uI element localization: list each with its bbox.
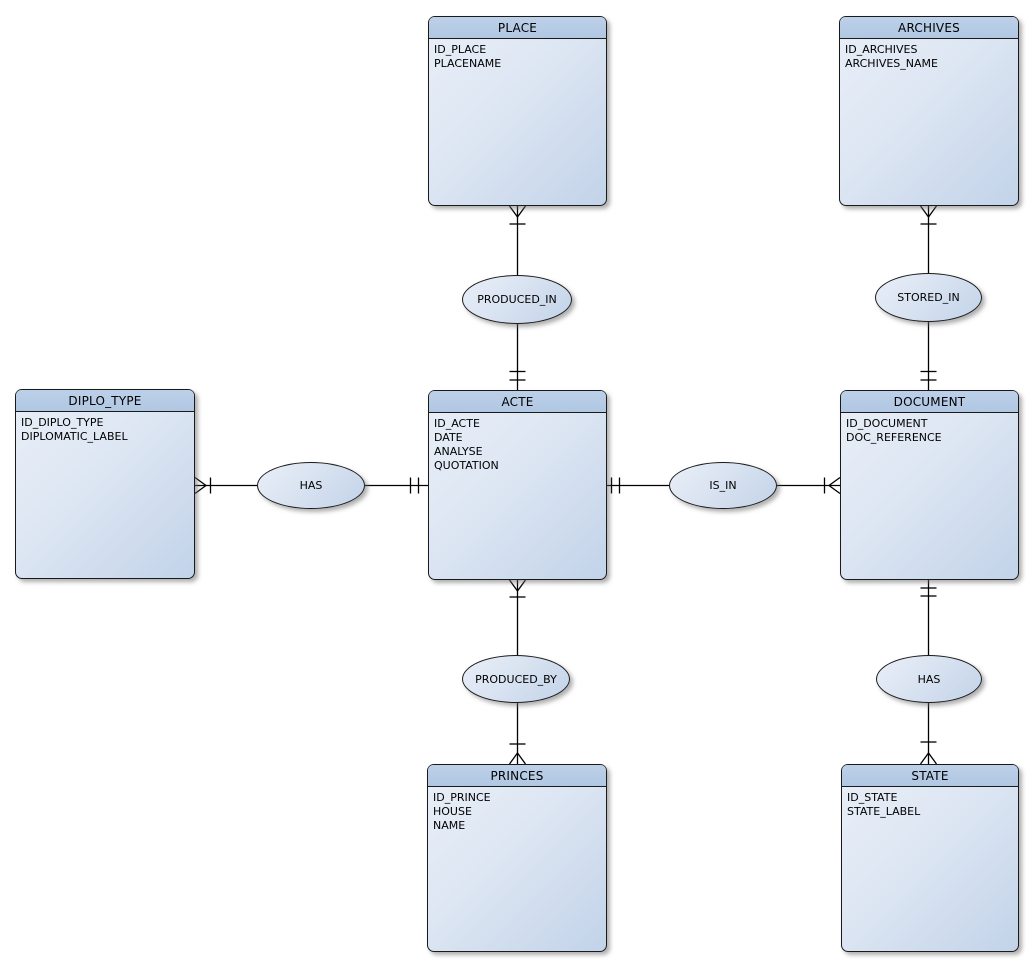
entity-attributes: ID_STATE STATE_LABEL: [842, 787, 1018, 951]
entity-attributes: ID_DOCUMENT DOC_REFERENCE: [841, 413, 1018, 579]
entity-attributes: ID_DIPLO_TYPE DIPLOMATIC_LABEL: [16, 412, 194, 578]
entity-attributes: ID_ARCHIVES ARCHIVES_NAME: [840, 39, 1018, 205]
relationship-label: STORED_IN: [897, 291, 960, 304]
relationship-label: IS_IN: [709, 479, 737, 492]
crow-foot-icon: [508, 751, 527, 765]
attribute-row: DIPLOMATIC_LABEL: [21, 430, 128, 443]
attribute-row: QUOTATION: [434, 459, 499, 472]
crow-foot-icon: [919, 205, 938, 219]
entity-title: PLACE: [429, 17, 606, 39]
entity-attributes: ID_PRINCE HOUSE NAME: [428, 787, 606, 951]
connector-diplo-type-has-acte[interactable]: [194, 476, 428, 495]
entity-title: ARCHIVES: [840, 17, 1018, 39]
relationship-label: HAS: [917, 672, 941, 686]
entity-state[interactable]: STATE ID_STATE STATE_LABEL: [841, 764, 1019, 952]
crow-foot-icon: [194, 476, 208, 495]
attribute-row: ID_DIPLO_TYPE: [21, 416, 104, 429]
entity-title: STATE: [842, 765, 1018, 787]
connector-acte-produced-by-princes[interactable]: [508, 579, 527, 765]
attribute-row: HOUSE: [433, 805, 472, 818]
entity-acte[interactable]: ACTE ID_ACTE DATE ANALYSE QUOTATION: [428, 390, 607, 580]
attribute-row: ID_STATE: [847, 791, 898, 804]
entity-princes[interactable]: PRINCES ID_PRINCE HOUSE NAME: [427, 764, 607, 952]
relationship-label: HAS: [299, 479, 323, 492]
entity-archives[interactable]: ARCHIVES ID_ARCHIVES ARCHIVES_NAME: [839, 16, 1019, 206]
connector-place-produced-in-acte[interactable]: [508, 205, 527, 390]
attribute-row: NAME: [433, 819, 466, 832]
attribute-row: ID_DOCUMENT: [846, 417, 928, 430]
attribute-row: ANALYSE: [434, 445, 483, 458]
entity-title: ACTE: [429, 391, 606, 413]
attribute-row: DATE: [434, 431, 463, 444]
relationship-has-state[interactable]: HAS: [876, 655, 982, 703]
relationship-stored-in[interactable]: STORED_IN: [875, 273, 982, 322]
connector-acte-is-in-document[interactable]: [607, 476, 841, 495]
connector-archives-stored-in-document[interactable]: [919, 205, 938, 390]
attribute-row: PLACENAME: [434, 57, 502, 70]
entity-place[interactable]: PLACE ID_PLACE PLACENAME: [428, 16, 607, 206]
entity-document[interactable]: DOCUMENT ID_DOCUMENT DOC_REFERENCE: [840, 390, 1019, 580]
relationship-produced-in[interactable]: PRODUCED_IN: [462, 275, 572, 324]
entity-title: PRINCES: [428, 765, 606, 787]
relationship-produced-by[interactable]: PRODUCED_BY: [462, 655, 570, 703]
relationship-label: PRODUCED_BY: [475, 672, 557, 686]
attribute-row: STATE_LABEL: [847, 805, 921, 818]
attribute-row: ARCHIVES_NAME: [845, 57, 938, 70]
crow-foot-icon: [919, 751, 938, 765]
entity-attributes: ID_ACTE DATE ANALYSE QUOTATION: [429, 413, 606, 579]
entity-title: DIPLO_TYPE: [16, 390, 194, 412]
entity-title: DOCUMENT: [841, 391, 1018, 413]
crow-foot-icon: [508, 205, 527, 219]
attribute-row: ID_ACTE: [434, 417, 480, 430]
attribute-row: DOC_REFERENCE: [846, 431, 942, 444]
attribute-row: ID_PLACE: [434, 43, 487, 56]
crow-foot-icon: [827, 476, 841, 495]
attribute-row: ID_PRINCE: [433, 791, 491, 804]
relationship-label: PRODUCED_IN: [477, 293, 557, 306]
relationship-has-diplo-type[interactable]: HAS: [257, 462, 365, 509]
entity-attributes: ID_PLACE PLACENAME: [429, 39, 606, 205]
entity-diplo-type[interactable]: DIPLO_TYPE ID_DIPLO_TYPE DIPLOMATIC_LABE…: [15, 389, 195, 579]
crow-foot-icon: [508, 579, 527, 593]
relationship-is-in[interactable]: IS_IN: [669, 462, 777, 509]
attribute-row: ID_ARCHIVES: [845, 43, 918, 56]
connector-document-has-state[interactable]: [919, 580, 938, 765]
